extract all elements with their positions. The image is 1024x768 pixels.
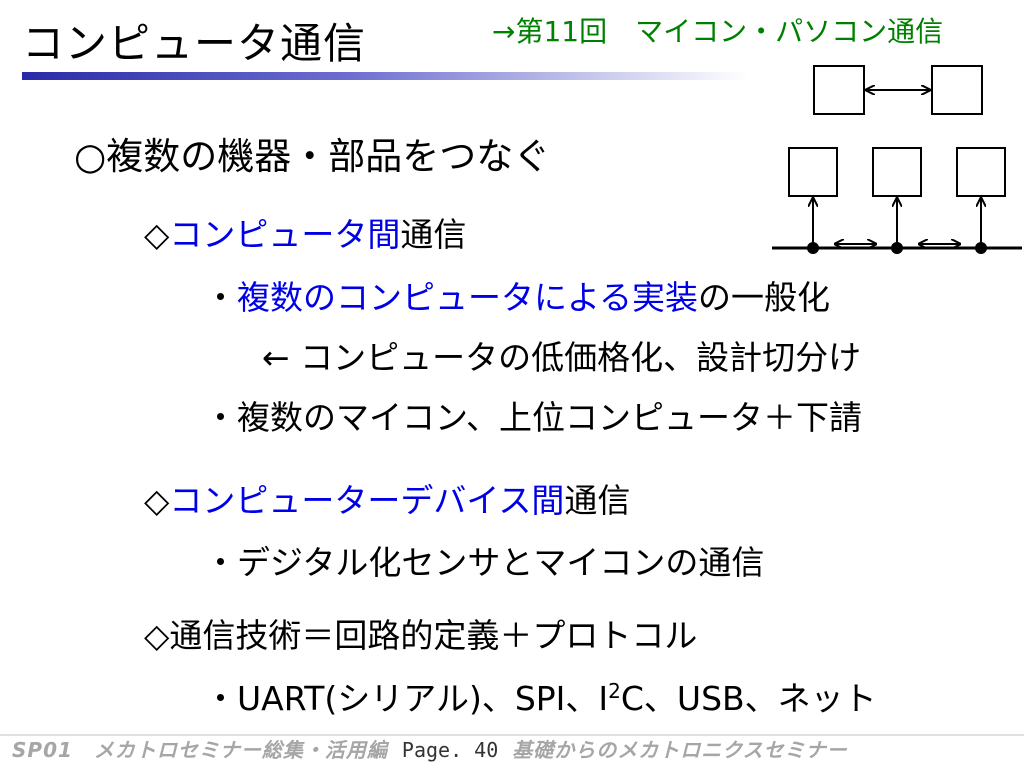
section-device-comm: ◇コンピューターデバイス間通信	[144, 480, 630, 522]
reference-note: →第11回 マイコン・パソコン通信	[492, 15, 944, 48]
list-item: ・複数のコンピュータによる実装の一般化	[204, 277, 830, 319]
section-emphasis: コンピュータ間	[169, 215, 401, 254]
diagram-junction-3	[975, 242, 987, 254]
list-item: ・デジタル化センサとマイコンの通信	[204, 543, 765, 582]
diagram-junction-1	[807, 242, 819, 254]
footer-divider	[0, 734, 1024, 736]
list-item-note: ← コンピュータの低価格化、設計切分け	[262, 338, 862, 377]
page-number: Page. 40	[401, 738, 499, 762]
list-item-text: ・UART(シリアル)、SPI、I	[204, 679, 609, 718]
list-item-emphasis: 複数のコンピュータによる実装	[237, 278, 699, 317]
page-title: コンピュータ通信	[22, 19, 367, 68]
diagram-node-bus-3	[956, 147, 1006, 197]
section-suffix: 通信	[400, 215, 467, 254]
section-marker: ◇	[144, 215, 170, 254]
diagram-node-bus-2	[872, 147, 922, 197]
list-item: ・UART(シリアル)、SPI、I2C、USB、ネット	[204, 678, 877, 720]
section-computer-comm: ◇コンピュータ間通信	[144, 214, 466, 256]
list-bullet: ・	[204, 278, 237, 317]
section-comm-technology: ◇通信技術＝回路的定義＋プロトコル	[144, 616, 698, 655]
footer-course: SP01 メカトロセミナー総集・活用編	[12, 738, 388, 762]
section-suffix: 通信	[564, 481, 631, 520]
diagram-node-bus-1	[788, 147, 838, 197]
diagram-node-top-left	[813, 65, 865, 115]
diagram-junction-2	[891, 242, 903, 254]
superscript: 2	[608, 679, 621, 703]
section-marker: ◇	[144, 481, 170, 520]
diagram-node-top-right	[931, 65, 983, 115]
title-underline	[22, 72, 747, 80]
list-item: ・複数のマイコン、上位コンピュータ＋下請	[204, 398, 863, 437]
footer: SP01 メカトロセミナー総集・活用編 Page. 40 基礎からのメカトロニクスセ…	[12, 736, 848, 764]
main-heading: ○複数の機器・部品をつなぐ	[74, 135, 551, 178]
list-item-suffix: の一般化	[698, 278, 831, 317]
list-item-text-end: C、USB、ネット	[620, 679, 877, 718]
footer-series: 基礎からのメカトロニクスセミナー	[512, 738, 848, 762]
section-emphasis: コンピューターデバイス間	[169, 481, 565, 520]
